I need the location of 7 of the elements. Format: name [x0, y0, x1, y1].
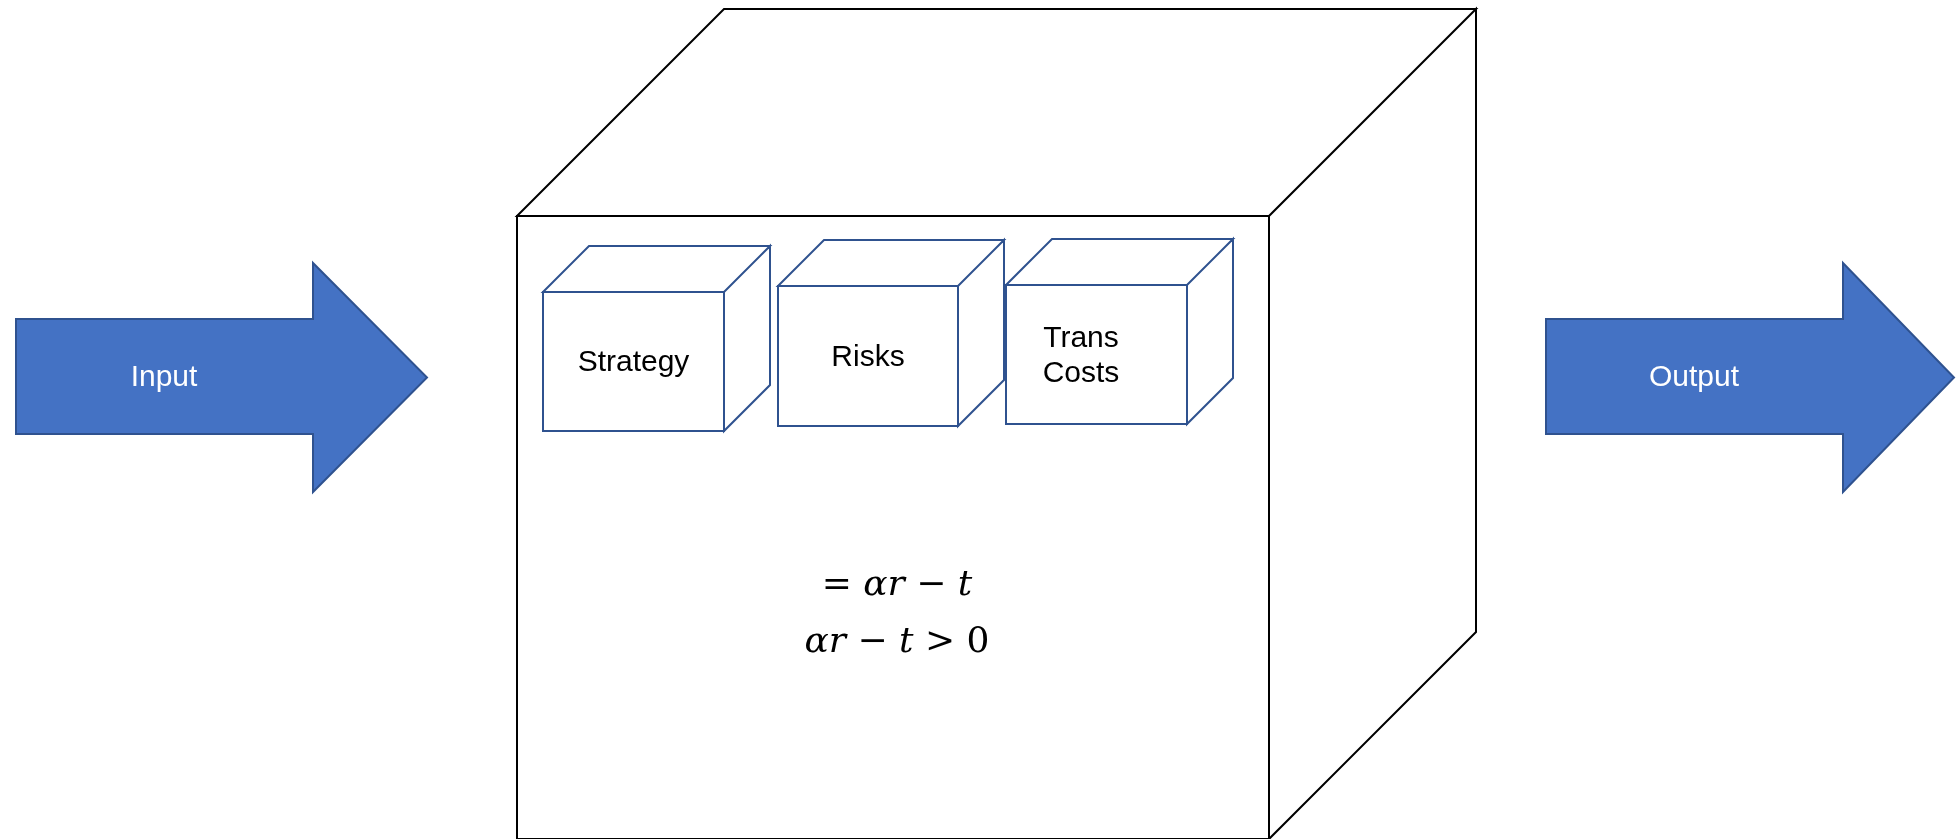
node-label: Risks: [831, 338, 905, 374]
node-label: Output: [1648, 359, 1740, 394]
node-label: Input: [130, 359, 198, 394]
node-label: Strategy: [577, 344, 690, 379]
node-label: Trans Costs: [1041, 320, 1121, 389]
formula: = αr − t: [821, 561, 973, 603]
formula: αr − t > 0: [804, 619, 990, 661]
